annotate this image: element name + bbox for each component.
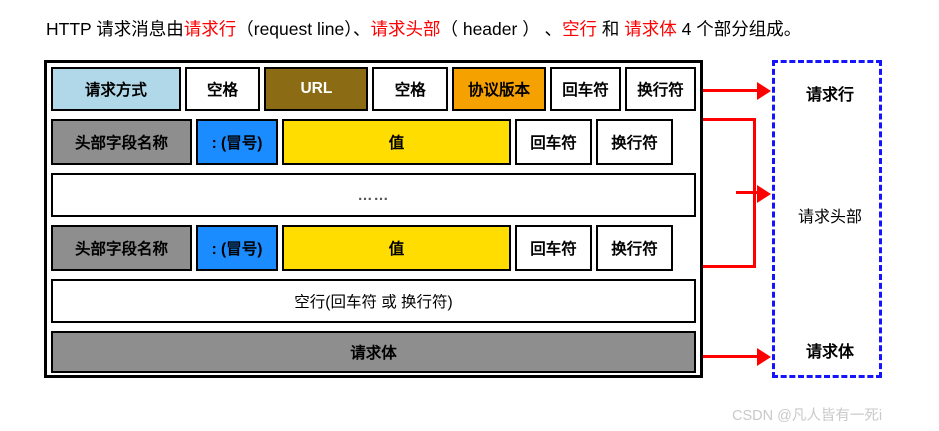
- cell-blank-line: 空行(回车符 或 换行符): [51, 279, 696, 323]
- caption-segment-7: 和: [597, 19, 625, 39]
- caption-segment-9: 4 个部分组成。: [676, 19, 802, 39]
- caption-segment-request-body: 请求体: [624, 19, 677, 39]
- cell-colon-2: : (冒号): [196, 225, 278, 271]
- cell-ellipsis: ……: [51, 173, 696, 217]
- caption-segment-blank-line: 空行: [562, 19, 598, 39]
- table-row-request-line: 请求方式 空格 URL 空格 协议版本 回车符 换行符: [47, 63, 700, 115]
- table-row-blank-line: 空行(回车符 或 换行符): [47, 275, 700, 327]
- cell-space-1: 空格: [184, 67, 261, 111]
- group-label-request-line: 请求行: [805, 87, 854, 104]
- table-row-request-body: 请求体: [47, 327, 700, 377]
- cell-protocol-version: 协议版本: [452, 67, 546, 111]
- cell-line-feed-3: 换行符: [596, 225, 673, 271]
- page-title: HTTP 请求消息由请求行（request line）、请求头部（ header…: [46, 16, 801, 42]
- table-row-header-field-1: 头部字段名称 : (冒号) 值 回车符 换行符: [47, 115, 700, 169]
- caption-segment-1: HTTP 请求消息由: [46, 19, 184, 39]
- cell-carriage-return-2: 回车符: [515, 119, 592, 165]
- cell-space-2: 空格: [372, 67, 449, 111]
- group-label-request-body: 请求体: [805, 344, 854, 361]
- watermark: CSDN @凡人皆有一死i: [732, 408, 883, 424]
- cell-request-method: 请求方式: [51, 67, 181, 111]
- arrow-request-line-icon: [757, 82, 771, 100]
- cell-carriage-return-3: 回车符: [515, 225, 592, 271]
- arrow-request-header-icon: [757, 185, 771, 203]
- cell-header-field-name-1: 头部字段名称: [51, 119, 192, 165]
- http-request-message-table: 请求方式 空格 URL 空格 协议版本 回车符 换行符 头部字段名称 : (冒号…: [44, 60, 703, 378]
- table-row-ellipsis: ……: [47, 169, 700, 221]
- connector-request-line: [703, 89, 759, 92]
- connector-header-bracket-bottom: [703, 265, 756, 268]
- cell-request-body: 请求体: [51, 331, 696, 373]
- cell-line-feed-1: 换行符: [624, 67, 696, 111]
- caption-segment-3: （request line）、: [236, 19, 371, 39]
- caption-segment-request-line: 请求行: [183, 19, 237, 39]
- caption-segment-request-header: 请求头部: [370, 19, 441, 39]
- caption-segment-5: （ header ） 、: [440, 19, 563, 39]
- cell-colon-1: : (冒号): [196, 119, 278, 165]
- cell-carriage-return-1: 回车符: [549, 67, 621, 111]
- cell-header-value-1: 值: [282, 119, 511, 165]
- cell-header-value-2: 值: [282, 225, 511, 271]
- table-row-header-field-n: 头部字段名称 : (冒号) 值 回车符 换行符: [47, 221, 700, 275]
- request-parts-group-box: 请求行 请求头部 请求体: [772, 60, 882, 378]
- cell-url: URL: [264, 67, 369, 111]
- cell-header-field-name-2: 头部字段名称: [51, 225, 192, 271]
- connector-header-bracket-top: [703, 118, 756, 121]
- group-label-request-header: 请求头部: [797, 209, 862, 226]
- connector-header-stem: [736, 191, 762, 194]
- cell-line-feed-2: 换行符: [596, 119, 673, 165]
- connector-request-body: [703, 355, 759, 358]
- arrow-request-body-icon: [757, 348, 771, 366]
